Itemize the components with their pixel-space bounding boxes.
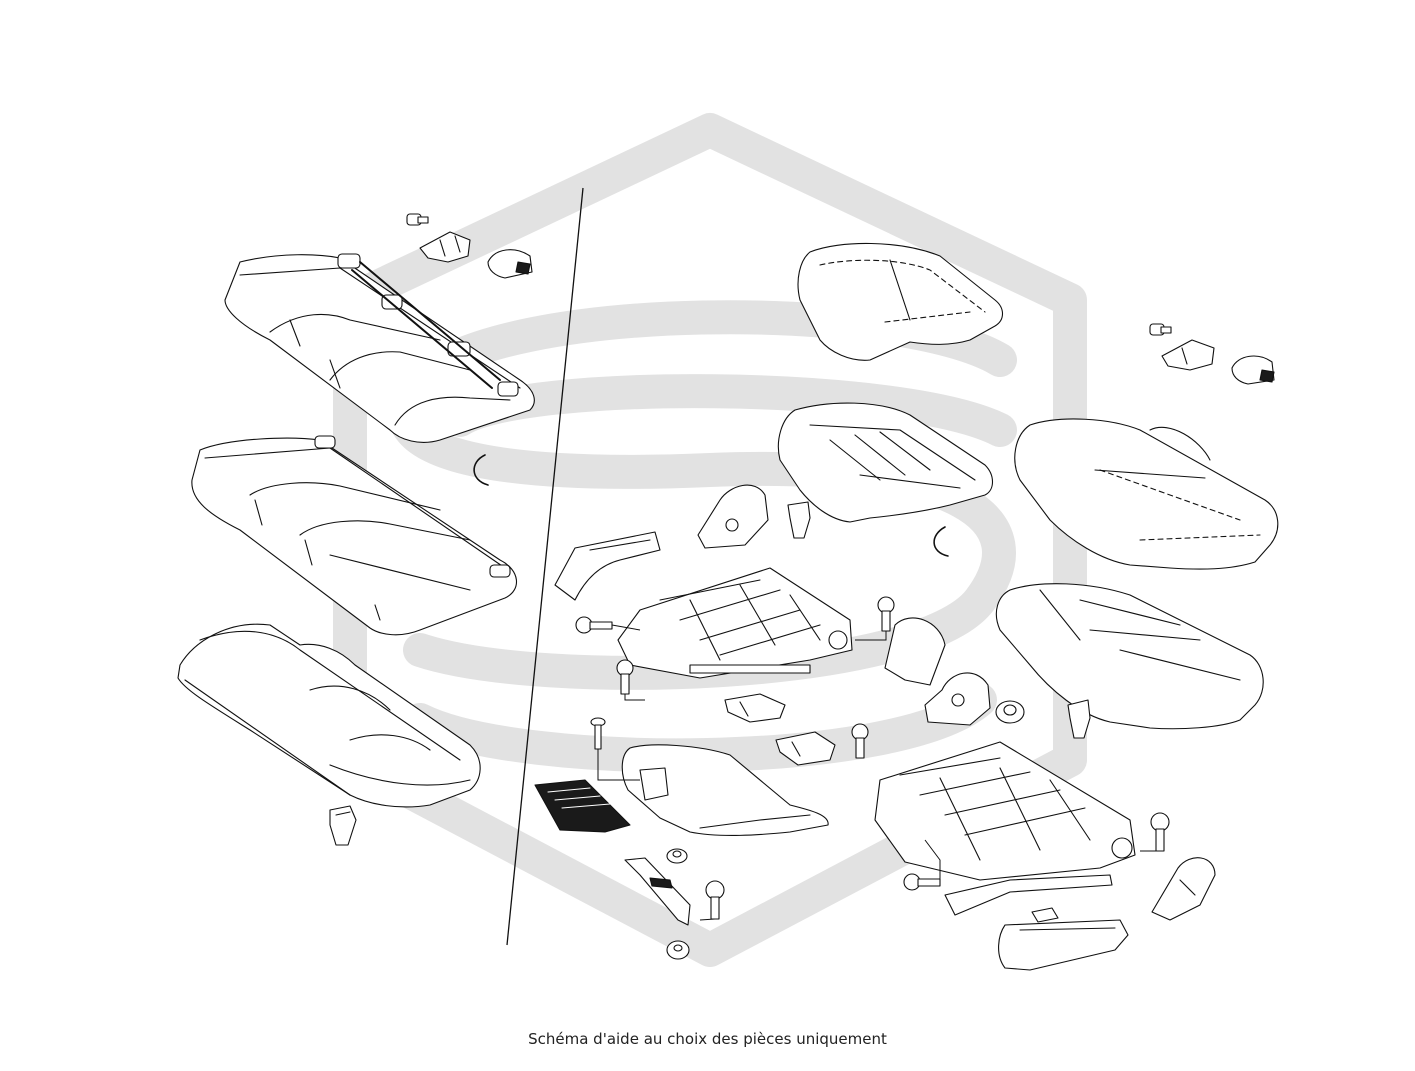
right-hinge-cover[interactable] <box>1231 355 1275 385</box>
bolt-lower-left[interactable] <box>903 873 941 891</box>
right-hinge-bracket[interactable] <box>1161 339 1215 371</box>
nut-flange[interactable] <box>995 700 1025 724</box>
bracket-mid-2[interactable] <box>775 731 836 766</box>
rear-seat-back-cover[interactable] <box>191 435 517 636</box>
center-wire-clip[interactable] <box>933 526 949 557</box>
recliner-cover-upper[interactable] <box>697 484 769 549</box>
front-seat-cushion-cover[interactable] <box>1014 418 1279 570</box>
bolt-mid[interactable] <box>851 723 869 759</box>
left-bolt-small[interactable] <box>406 213 429 226</box>
seat-rail-frame-lower[interactable] <box>874 741 1136 916</box>
bracket-lower[interactable] <box>624 857 691 926</box>
seat-rail-frame-upper[interactable] <box>617 567 853 679</box>
side-trim-panel[interactable] <box>554 531 661 601</box>
front-seat-cushion-pad[interactable] <box>995 583 1264 730</box>
left-hinge-bracket[interactable] <box>419 231 471 263</box>
left-push-clip[interactable] <box>329 805 357 846</box>
grommet[interactable] <box>666 940 690 960</box>
screw-long[interactable] <box>590 717 606 750</box>
left-hinge-cover[interactable] <box>487 249 533 279</box>
bolt-lower[interactable] <box>705 880 725 920</box>
rear-seat-cushion-pad[interactable] <box>177 623 481 808</box>
front-seat-back-cover[interactable] <box>797 242 1004 361</box>
push-clip-upper[interactable] <box>787 501 811 539</box>
push-clip-right[interactable] <box>1067 699 1091 739</box>
bolt-lower-right[interactable] <box>1150 812 1170 852</box>
leader-lines <box>597 624 1160 921</box>
grille-panel[interactable] <box>534 779 631 833</box>
armrest-assembly[interactable] <box>621 744 829 836</box>
side-trim-lower[interactable] <box>998 919 1129 971</box>
rear-seat-back-frame[interactable] <box>224 253 535 443</box>
bracket-mid-1[interactable] <box>724 693 786 723</box>
left-wire-clip[interactable] <box>473 454 489 486</box>
front-seat-back-pad[interactable] <box>777 402 994 523</box>
nut-small[interactable] <box>666 848 688 864</box>
bolt-left-1[interactable] <box>575 616 613 634</box>
small-clip-lower[interactable] <box>1031 907 1059 923</box>
right-bolt-small[interactable] <box>1149 323 1172 336</box>
end-cover-lower[interactable] <box>1151 857 1216 921</box>
caption: Schéma d'aide au choix des pièces unique… <box>528 1030 887 1048</box>
bolt-right-1[interactable] <box>877 596 895 632</box>
divider-line <box>506 187 584 946</box>
shield-curved[interactable] <box>884 617 946 686</box>
recliner-cover-lower[interactable] <box>924 672 991 726</box>
